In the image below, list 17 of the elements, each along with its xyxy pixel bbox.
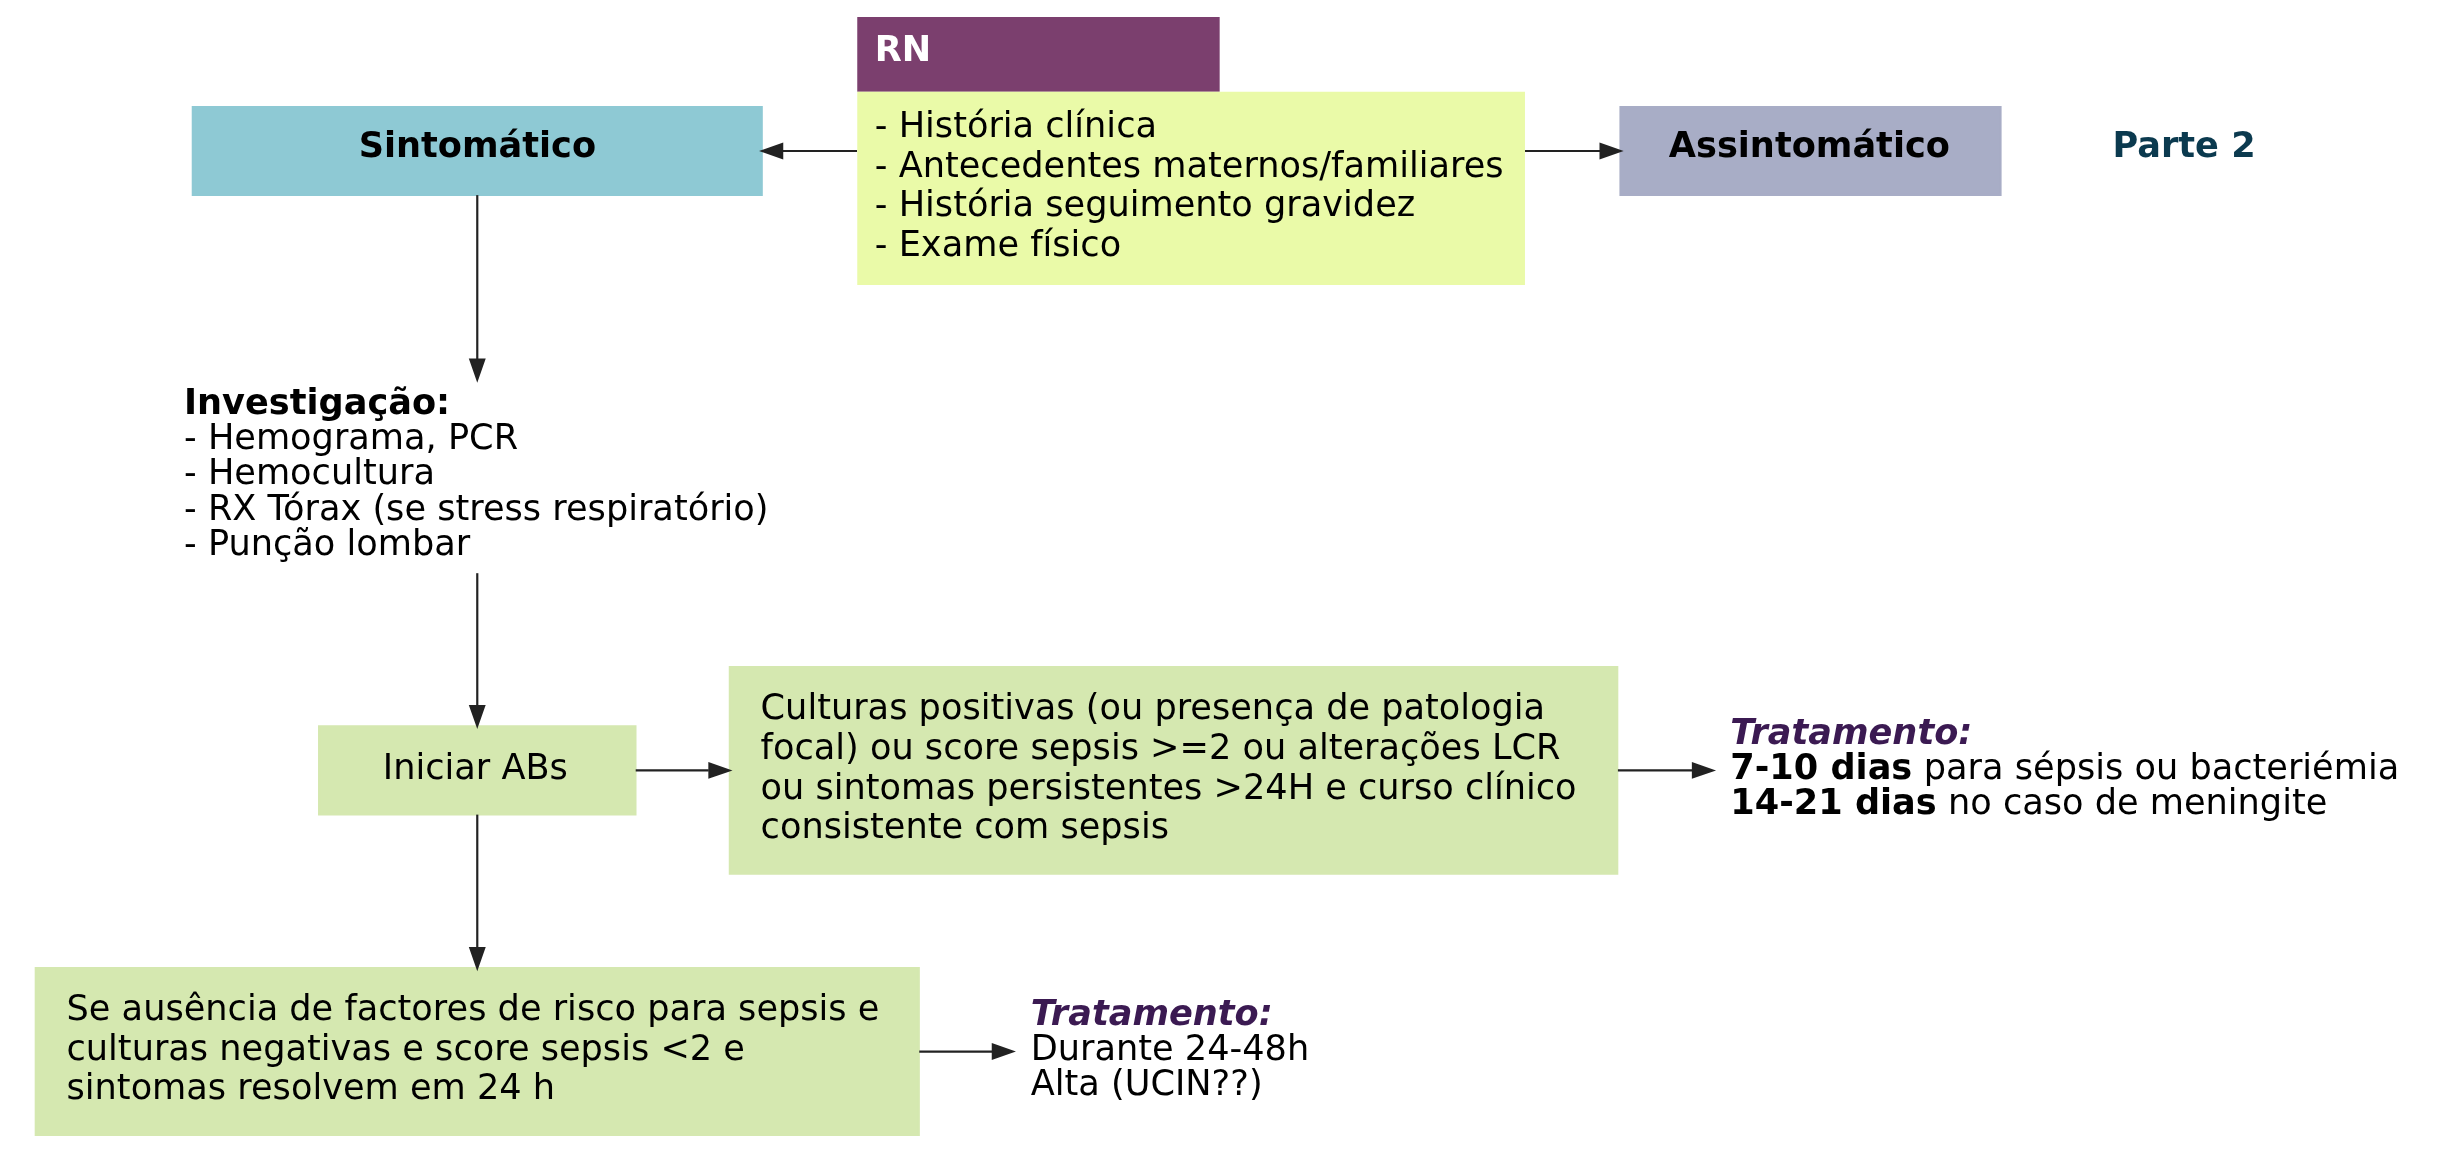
- arrow: [468, 573, 486, 730]
- arrow: [1524, 142, 1624, 160]
- arrow: [1617, 761, 1716, 779]
- arrow: [758, 142, 857, 160]
- node-text: Investigação: - Hemograma, PCR - Hemocultura - RX Tórax (se stress respiratório) - Punção lombar: [183, 381, 769, 563]
- node-text: Tratamento: Durante 24-48h Alta (UCIN??): [1030, 991, 1309, 1104]
- arrow: [468, 195, 486, 383]
- node-box: Iniciar ABs: [317, 725, 636, 816]
- label: Parte 2: [2112, 124, 2256, 166]
- node-box: Culturas positivas (ou presença de patologia focal) ou score sepsis >=2 ou alterações LCR ou sintomas persistentes >24H e curso clínico consistente com sepsis: [728, 666, 1618, 875]
- node-text: Tratamento: 7-10 dias para sépsis ou bacteriémia 14-21 dias no caso de meningite: [1729, 710, 2399, 822]
- node-box: Sintomático: [191, 105, 763, 196]
- node-box: Assintomático: [1618, 105, 2002, 196]
- node-box: Se ausência de factores de risco para sepsis e culturas negativas e score sepsis <2 e sintomas resolvem em 24 h: [34, 966, 920, 1137]
- arrow: [635, 761, 733, 779]
- arrow: [468, 814, 486, 972]
- arrow: [918, 1043, 1016, 1060]
